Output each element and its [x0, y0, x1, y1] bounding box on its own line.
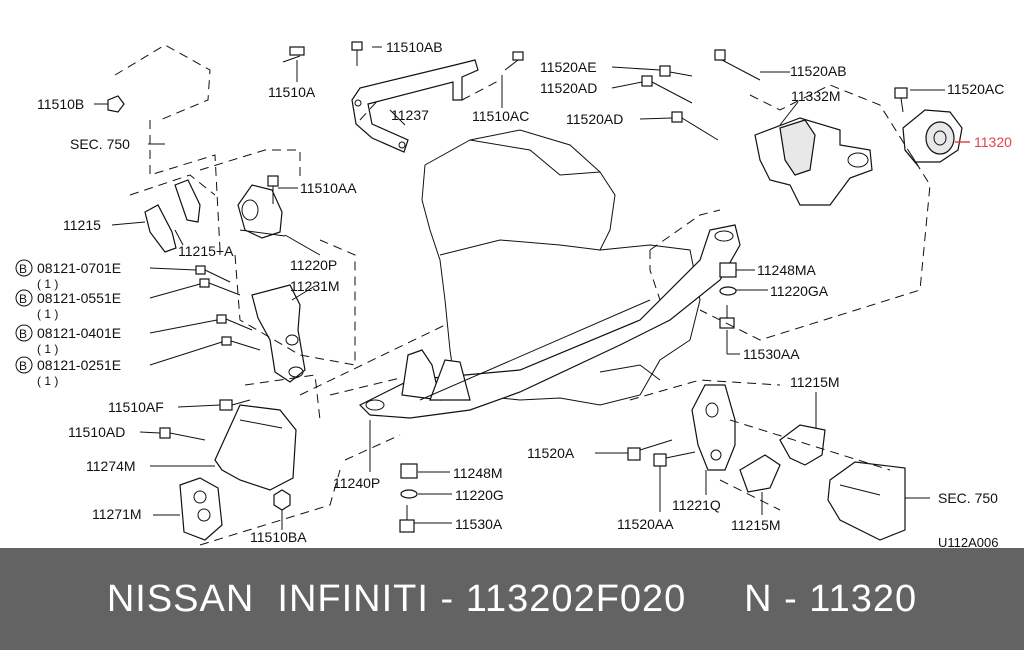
label-11215-plus-a: 11215+A — [178, 243, 234, 259]
crossmember-11240P — [358, 224, 741, 419]
label-11248M: 11248M — [453, 465, 503, 481]
label-11510AB: 11510AB — [386, 39, 443, 55]
bolt-mark: B — [19, 292, 27, 306]
label-11237: 11237 — [391, 107, 429, 123]
label-08121-0401E: 08121-0401E — [37, 325, 121, 341]
label-sec-750-right: SEC. 750 — [938, 490, 998, 506]
insulator-11271M — [179, 477, 223, 541]
label-11510BA: 11510BA — [250, 529, 307, 545]
label-11520A: 11520A — [527, 445, 575, 461]
label-11320-highlighted: 11320 — [974, 134, 1012, 150]
bolt-mark: B — [19, 359, 27, 373]
label-11510B: 11510B — [37, 96, 84, 112]
label-08121-0551E: 08121-0551E — [37, 290, 121, 306]
bolt-08121-0551E: B 08121-0551E ( 1 ) — [15, 289, 121, 321]
label-11274M: 11274M — [86, 458, 136, 474]
transmission-bracket — [827, 461, 906, 541]
label-11248MA: 11248MA — [757, 262, 817, 278]
stopper-11215M — [739, 424, 826, 493]
label-11231M: 11231M — [290, 278, 340, 294]
label-08121-0701E: 08121-0701E — [37, 260, 121, 276]
diagram-code: U112A006 — [938, 535, 998, 548]
label-11215: 11215 — [63, 217, 101, 233]
bolt-08121-0251E: B 08121-0251E ( 1 ) — [15, 356, 121, 388]
label-11332M: 11332M — [791, 88, 841, 104]
leader-lines — [94, 46, 970, 530]
label-11530A: 11530A — [455, 516, 503, 532]
label-11520AE: 11520AE — [540, 59, 597, 75]
label-11221Q: 11221Q — [672, 497, 721, 513]
mount-11220P — [237, 184, 286, 239]
label-11520AD-upper: 11520AD — [540, 80, 597, 96]
qty-08121-0701E: ( 1 ) — [37, 277, 58, 291]
bolt-08121-0401E: B 08121-0401E ( 1 ) — [15, 324, 121, 356]
label-11220GA: 11220GA — [770, 283, 829, 299]
bolt-08121-0701E: B 08121-0701E ( 1 ) — [15, 259, 121, 291]
assembly-lines — [114, 44, 931, 546]
bracket-11231M — [251, 284, 306, 383]
part-labels: 11510AB 11510A 11510B SEC. 750 11237 115… — [15, 39, 1012, 548]
footer-caption: NISSAN INFINITI - 113202F020 N - 11320 — [106, 577, 918, 620]
label-sec-750-left: SEC. 750 — [70, 136, 130, 152]
bracket-11237 — [351, 59, 479, 153]
label-11220G: 11220G — [455, 487, 504, 503]
label-11520AC: 11520AC — [947, 81, 1004, 97]
label-11215M-upper: 11215M — [790, 374, 840, 390]
qty-08121-0551E: ( 1 ) — [37, 307, 58, 321]
bolt-mark: B — [19, 327, 27, 341]
parts-diagram: 11510AB 11510A 11510B SEC. 750 11237 115… — [15, 39, 1013, 548]
label-11215M-lower: 11215M — [731, 517, 781, 533]
label-11240P: 11240P — [333, 475, 380, 491]
label-11510AF: 11510AF — [108, 399, 164, 415]
qty-08121-0401E: ( 1 ) — [37, 342, 58, 356]
label-11220P: 11220P — [290, 257, 337, 273]
bracket-11332M — [754, 117, 873, 206]
label-11510AD: 11510AD — [68, 424, 125, 440]
bracket-11274M — [214, 404, 297, 491]
label-11271M: 11271M — [92, 506, 142, 522]
insulator-11320 — [902, 109, 963, 167]
label-11520AB: 11520AB — [790, 63, 847, 79]
fasteners — [107, 41, 908, 533]
label-11510A: 11510A — [268, 84, 316, 100]
label-11520AA: 11520AA — [617, 516, 674, 532]
label-11530AA: 11530AA — [743, 346, 800, 362]
bolt-mark: B — [19, 262, 27, 276]
qty-08121-0251E: ( 1 ) — [37, 374, 58, 388]
label-08121-0251E: 08121-0251E — [37, 357, 121, 373]
label-11520AD-lower: 11520AD — [566, 111, 623, 127]
label-11510AA: 11510AA — [300, 180, 357, 196]
footer-bar: NISSAN INFINITI - 113202F020 N - 11320 — [0, 548, 1024, 650]
stopper-11215 — [144, 179, 201, 253]
engine-block — [421, 129, 701, 406]
mount-11221Q — [691, 384, 736, 471]
label-11510AC: 11510AC — [472, 108, 529, 124]
